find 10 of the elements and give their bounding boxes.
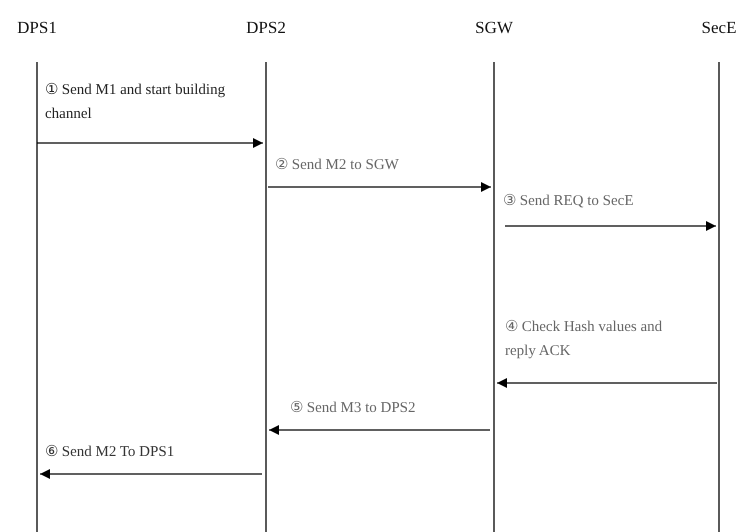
participant-label: DPS1 <box>17 18 57 37</box>
participant-label: DPS2 <box>246 18 286 37</box>
message-arrow <box>40 469 262 479</box>
message-arrow <box>268 182 491 192</box>
message-arrow <box>269 425 490 435</box>
message-arrow <box>505 221 716 231</box>
participant-label: SecE <box>702 18 736 37</box>
participant-label: SGW <box>475 18 513 37</box>
message-arrow <box>37 138 263 148</box>
message-arrow <box>497 378 717 388</box>
